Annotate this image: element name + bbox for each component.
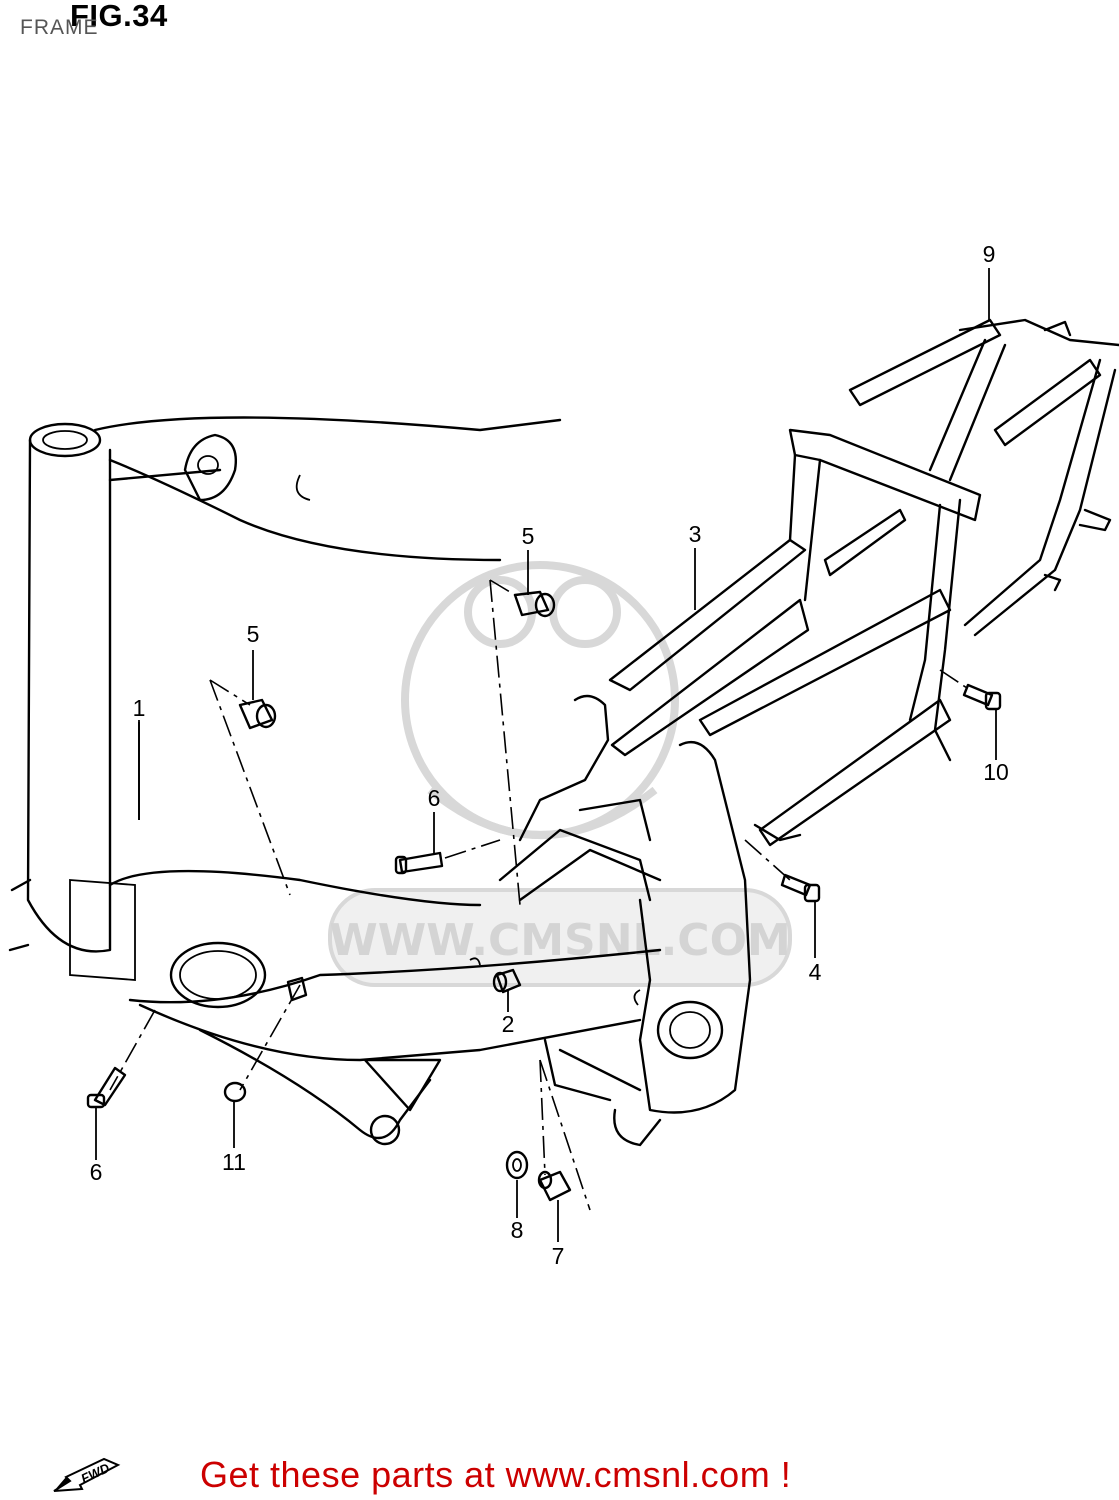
rear-brace-part-9 — [848, 318, 1119, 637]
callout-6-upper: 6 — [428, 785, 441, 811]
bushing-part-2 — [492, 968, 522, 994]
callout-9: 9 — [983, 241, 996, 267]
fwd-arrow-icon: FWD — [53, 1457, 121, 1492]
bolt-part-6-upper — [394, 851, 444, 875]
plug-part-11 — [223, 976, 308, 1103]
callout-7: 7 — [552, 1243, 565, 1269]
main-frame-part-1 — [8, 416, 752, 1147]
bolt-part-4 — [780, 873, 821, 903]
callout-1: 1 — [133, 695, 146, 721]
callout-5-left: 5 — [247, 621, 260, 647]
nut-part-7 — [537, 1170, 572, 1202]
callout-3: 3 — [689, 521, 702, 547]
callout-8: 8 — [511, 1217, 524, 1243]
leader-lines — [95, 268, 997, 1242]
callout-11: 11 — [222, 1149, 246, 1175]
bolt-part-6-lower — [86, 1066, 127, 1109]
collar-part-5-upper — [513, 590, 556, 618]
figure-title: FIG.34 — [70, 0, 168, 33]
seat-rail-part-3 — [608, 428, 982, 847]
washer-part-8 — [505, 1150, 529, 1180]
watermark-logo: WWW.CMSNL.COM — [328, 561, 792, 987]
assembly-lines — [109, 579, 971, 1211]
callout-5-upper: 5 — [522, 523, 535, 549]
footer-promo-link[interactable]: Get these parts at www.cmsnl.com ! — [200, 1454, 792, 1495]
bolt-part-10 — [962, 683, 1002, 711]
figure-subtitle: FRAME — [20, 16, 99, 39]
collar-part-5-left — [238, 698, 277, 730]
callout-6-lower: 6 — [90, 1159, 103, 1185]
watermark-text: WWW.CMSNL.COM — [329, 915, 791, 966]
callout-4: 4 — [809, 959, 822, 985]
callout-10: 10 — [983, 759, 1009, 785]
callout-2: 2 — [502, 1011, 515, 1037]
